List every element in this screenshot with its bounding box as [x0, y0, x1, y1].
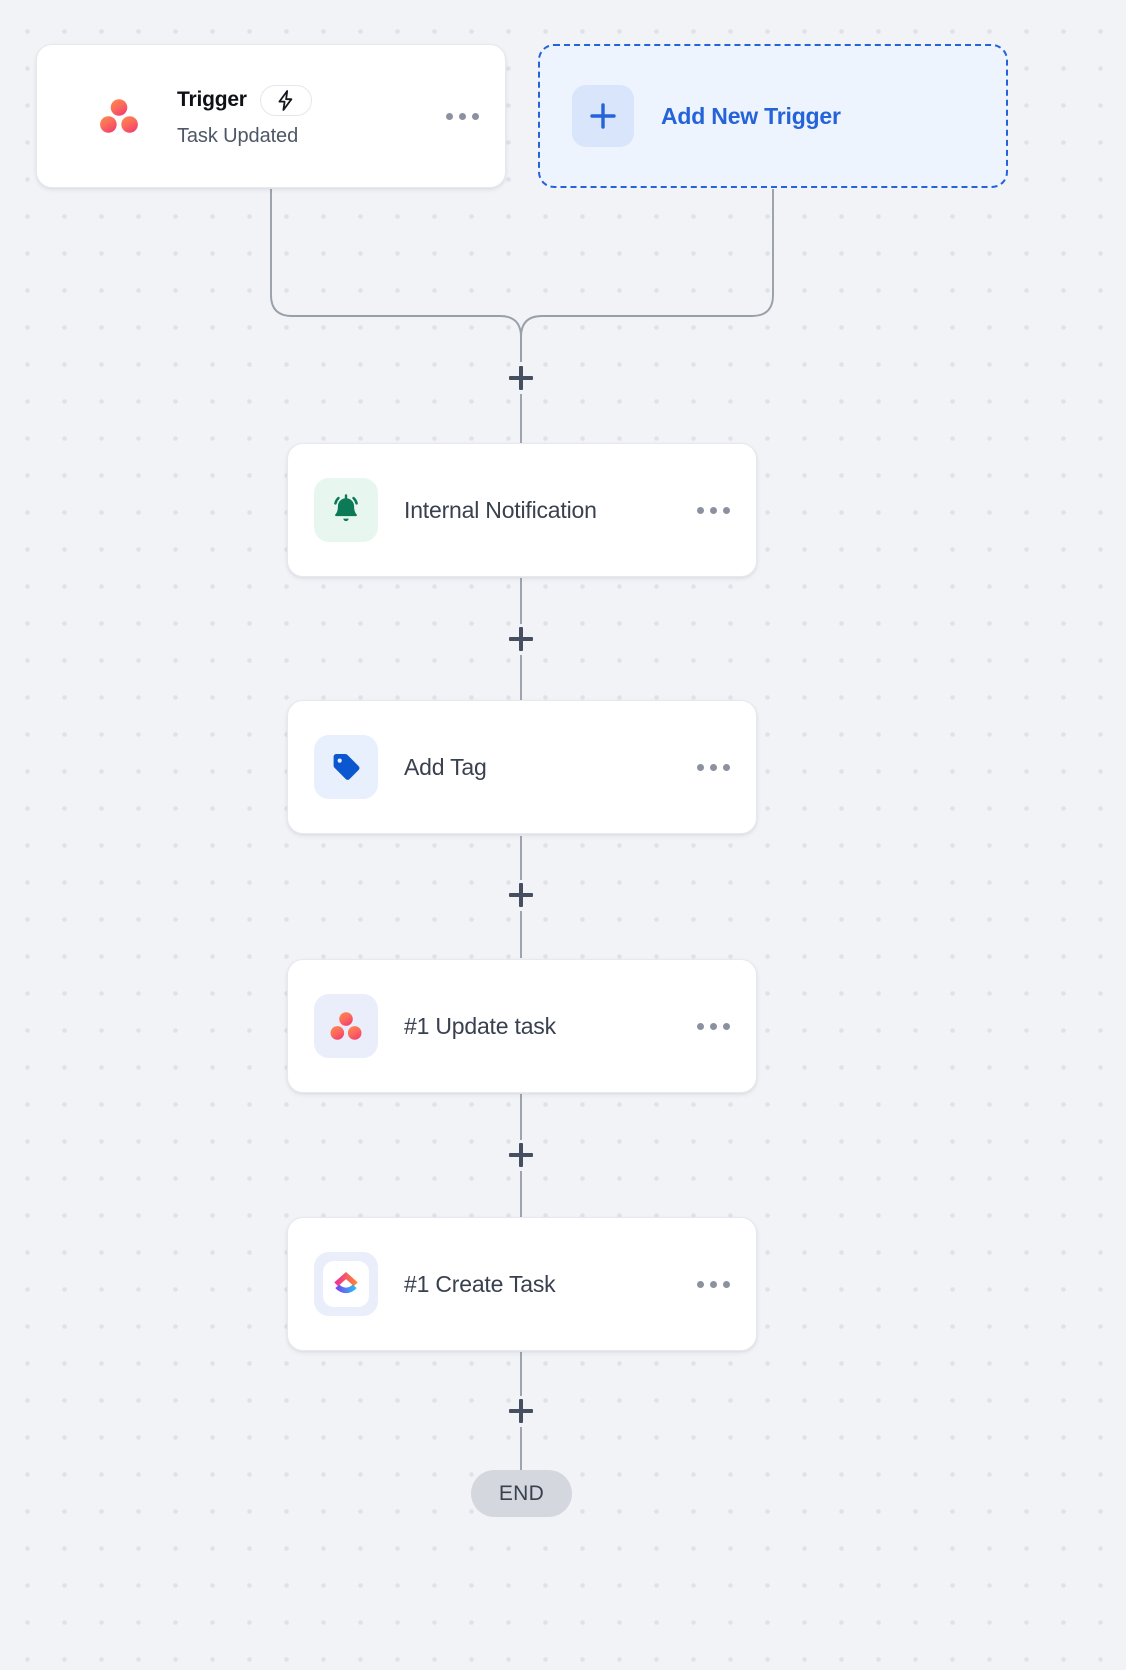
step-label: #1 Update task	[404, 1012, 556, 1039]
add-step-button-3[interactable]	[506, 880, 536, 910]
trigger-text-block: Trigger Task Updated	[177, 84, 446, 148]
asana-logo-icon	[314, 994, 378, 1058]
more-options-icon[interactable]	[446, 112, 479, 120]
add-step-button-5[interactable]	[506, 1396, 536, 1426]
step-card-update-task[interactable]: #1 Update task	[287, 959, 757, 1093]
trigger-title: Trigger	[177, 88, 247, 111]
step-card-internal-notification[interactable]: Internal Notification	[287, 443, 757, 577]
tag-icon	[314, 735, 378, 799]
add-step-button-4[interactable]	[506, 1140, 536, 1170]
more-options-icon[interactable]	[697, 1280, 730, 1288]
trigger-card[interactable]: Trigger Task Updated	[36, 44, 506, 188]
step-label: Internal Notification	[404, 496, 597, 523]
plus-icon	[572, 85, 634, 147]
step-card-create-task[interactable]: #1 Create Task	[287, 1217, 757, 1351]
add-new-trigger-button[interactable]: Add New Trigger	[538, 44, 1008, 188]
add-new-trigger-label: Add New Trigger	[661, 102, 841, 129]
end-node: END	[471, 1470, 572, 1517]
add-step-button-2[interactable]	[506, 624, 536, 654]
asana-logo-icon	[97, 94, 141, 138]
more-options-icon[interactable]	[697, 763, 730, 771]
lightning-bolt-icon	[259, 84, 312, 116]
trigger-subtitle: Task Updated	[177, 124, 299, 147]
bell-icon	[314, 478, 378, 542]
step-label: Add Tag	[404, 753, 487, 780]
more-options-icon[interactable]	[697, 1022, 730, 1030]
add-step-button-1[interactable]	[506, 363, 536, 393]
more-options-icon[interactable]	[697, 506, 730, 514]
clickup-logo-icon	[314, 1252, 378, 1316]
step-card-add-tag[interactable]: Add Tag	[287, 700, 757, 834]
step-label: #1 Create Task	[404, 1270, 556, 1297]
